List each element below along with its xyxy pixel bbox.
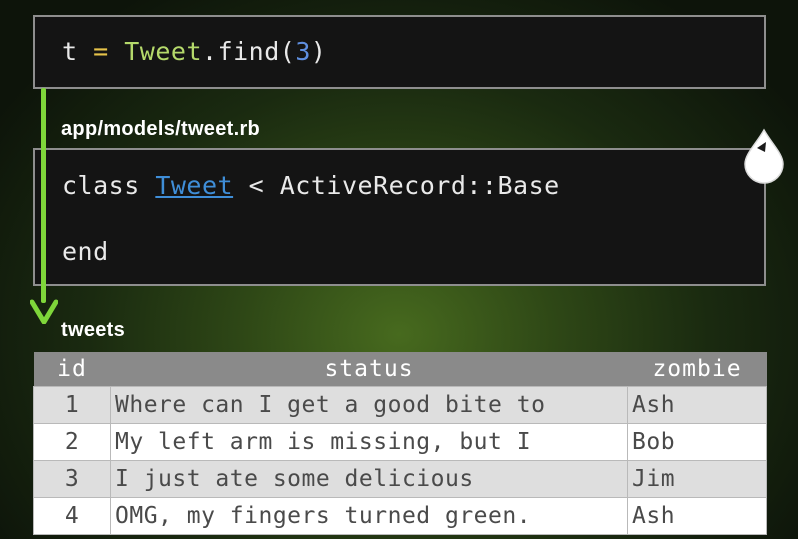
cell-status: My left arm is missing, but I xyxy=(110,423,628,461)
table-row: 3 I just ate some delicious Jim xyxy=(33,460,767,498)
arrow-down-icon xyxy=(30,299,58,324)
droplet-icon xyxy=(744,128,784,184)
code-method: .find( xyxy=(202,37,296,66)
table-row: 2 My left arm is missing, but I Bob xyxy=(33,423,767,461)
model-file-path: app/models/tweet.rb xyxy=(61,118,261,140)
cell-zombie: Jim xyxy=(627,460,767,498)
code-class-name: Tweet xyxy=(124,37,203,66)
code-operator: = xyxy=(93,37,109,66)
code-line-end: end xyxy=(62,237,109,266)
code-line-find: t = Tweet.find(3) xyxy=(62,37,326,66)
cell-id: 4 xyxy=(33,497,111,535)
table-row: 1 Where can I get a good bite to Ash xyxy=(33,386,767,424)
cell-id: 2 xyxy=(33,423,111,461)
code-argument: 3 xyxy=(295,37,311,66)
code-block-find: t = Tweet.find(3) xyxy=(33,15,766,89)
cell-zombie: Ash xyxy=(627,497,767,535)
column-header-id: id xyxy=(33,352,111,387)
code-close-paren: ) xyxy=(310,37,327,66)
table-name: tweets xyxy=(61,319,126,341)
code-var: t xyxy=(62,37,78,66)
cell-status: I just ate some delicious xyxy=(110,460,628,498)
column-header-status: status xyxy=(110,352,628,387)
code-block-model: class Tweet < ActiveRecord::Base end xyxy=(33,148,766,286)
tweets-table: id status zombie 1 Where can I get a goo… xyxy=(33,352,767,535)
column-header-zombie: zombie xyxy=(627,352,767,387)
class-name-link[interactable]: Tweet xyxy=(155,171,234,200)
code-line-class: class Tweet < ActiveRecord::Base xyxy=(62,171,560,200)
cell-zombie: Ash xyxy=(627,386,767,424)
code-inheritance: < ActiveRecord::Base xyxy=(248,171,560,200)
table-header-row: id status zombie xyxy=(33,352,767,387)
cell-id: 3 xyxy=(33,460,111,498)
cell-status: Where can I get a good bite to xyxy=(110,386,628,424)
cell-zombie: Bob xyxy=(627,423,767,461)
table-row: 4 OMG, my fingers turned green. Ash xyxy=(33,497,767,535)
arrow-line xyxy=(41,88,46,303)
code-keyword-class: class xyxy=(62,171,140,200)
cell-id: 1 xyxy=(33,386,111,424)
cell-status: OMG, my fingers turned green. xyxy=(110,497,628,535)
